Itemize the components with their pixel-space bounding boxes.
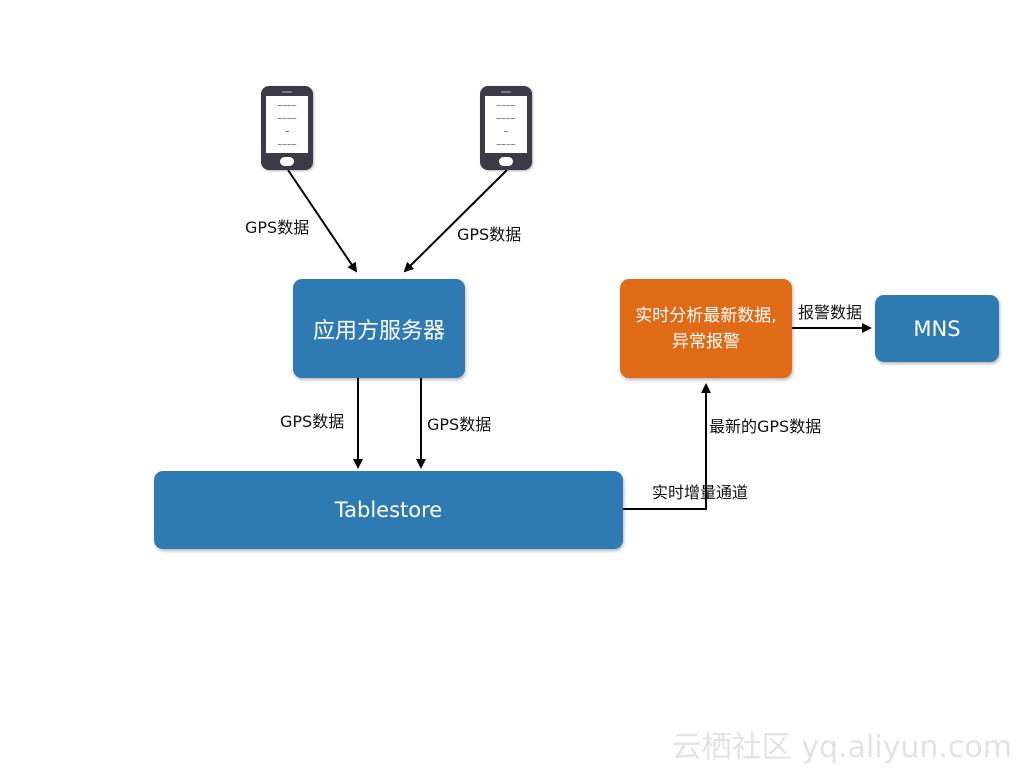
phone-speaker (501, 91, 511, 93)
tablestore-label: Tablestore (334, 498, 443, 522)
phone-home-button (280, 157, 294, 166)
phone-screen-line: ~~~~ (277, 101, 297, 110)
phone-right-icon: ~~~~ ~~~~ ~ ~~~~ (480, 86, 532, 170)
phone-screen-line: ~~~~ (496, 114, 516, 123)
realtime-analysis-node: 实时分析最新数据, 异常报警 (620, 279, 792, 378)
phone-screen-line: ~ (503, 127, 509, 136)
mns-node: MNS (875, 295, 999, 362)
phone-screen-line: ~~~~ (496, 101, 516, 110)
app-server-label: 应用方服务器 (312, 318, 445, 344)
edge-label-phone-right: GPS数据 (457, 225, 522, 244)
watermark: 云栖社区 yq.aliyun.com (671, 730, 1012, 765)
edge-label-server-tablestore-left: GPS数据 (280, 412, 345, 431)
arrow-tablestore-to-analysis (623, 383, 711, 510)
phone-speaker (282, 91, 292, 93)
app-server-node: 应用方服务器 (293, 279, 465, 378)
phone-screen-line: ~~~~ (277, 140, 297, 149)
phone-home-button (499, 157, 513, 166)
edge-label-tablestore-stream: 实时增量通道 (652, 483, 749, 502)
edge-label-server-tablestore-right: GPS数据 (427, 415, 492, 434)
arrow-phone-right-to-server (403, 169, 508, 273)
edge-label-alarm-data: 报警数据 (798, 303, 863, 322)
phone-left-icon: ~~~~ ~~~~ ~ ~~~~ (261, 86, 313, 170)
phone-screen-line: ~~~~ (496, 140, 516, 149)
edge-label-phone-left: GPS数据 (245, 218, 310, 237)
analysis-label-line1: 实时分析最新数据, (635, 305, 777, 326)
mns-label: MNS (913, 316, 961, 341)
phone-screen: ~~~~ ~~~~ ~ ~~~~ (485, 96, 527, 153)
tablestore-node: Tablestore (154, 471, 623, 549)
arrow-phone-left-to-server (287, 169, 358, 273)
analysis-label-line2: 异常报警 (672, 331, 740, 352)
phone-screen-line: ~ (284, 127, 290, 136)
edge-label-latest-gps: 最新的GPS数据 (709, 417, 822, 436)
phone-screen-line: ~~~~ (277, 114, 297, 123)
phone-screen: ~~~~ ~~~~ ~ ~~~~ (266, 96, 308, 153)
